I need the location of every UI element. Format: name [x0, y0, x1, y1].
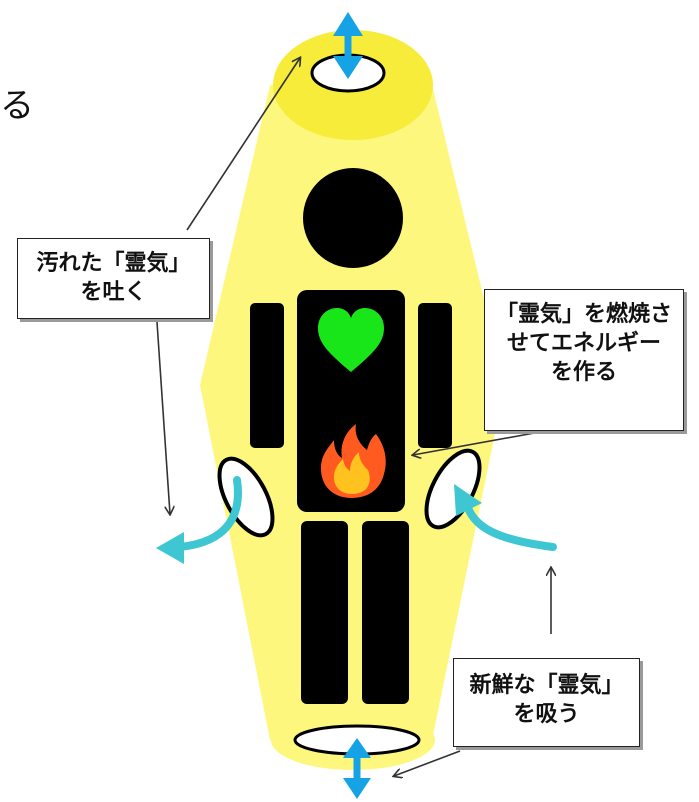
- inhale-flow-arrow: [454, 484, 557, 551]
- pointer-down-from-exhale: [156, 321, 170, 514]
- exhale-label-line1: 汚れた「霊気」: [36, 251, 191, 276]
- burn-label-line3: を作る: [550, 360, 617, 386]
- pointer-to-crown: [186, 58, 300, 231]
- burn-label-line2: せてエネルギー: [506, 331, 661, 357]
- figure-right-arm: [418, 303, 452, 448]
- pointer-to-base: [394, 750, 461, 776]
- figure-right-leg: [362, 521, 409, 704]
- figure-head: [303, 168, 403, 268]
- base-vent-arrow: [343, 738, 371, 799]
- inhale-label-line1: 新鮮な「霊気」: [469, 673, 624, 698]
- burn-label-line1: 「霊気」を燃焼さ: [495, 302, 672, 327]
- cut-off-text: る: [0, 86, 34, 126]
- pointer-to-torso: [413, 431, 541, 455]
- left-hand-opening: [217, 456, 275, 538]
- inhale-label-line2: を吸う: [513, 702, 580, 728]
- exhale-label: 汚れた「霊気」 を吐く: [17, 238, 210, 319]
- flame-icon: [320, 424, 386, 498]
- exhale-label-line2: を吐く: [80, 280, 147, 306]
- heart-icon: [318, 308, 384, 372]
- figure-left-arm: [250, 303, 284, 448]
- burn-label: 「霊気」を燃焼さ せてエネルギー を作る: [484, 289, 684, 431]
- inhale-label: 新鮮な「霊気」 を吸う: [453, 658, 640, 747]
- figure-left-leg: [301, 521, 348, 704]
- exhale-flow-arrow: [156, 476, 242, 564]
- crown-vent-arrow: [333, 12, 363, 79]
